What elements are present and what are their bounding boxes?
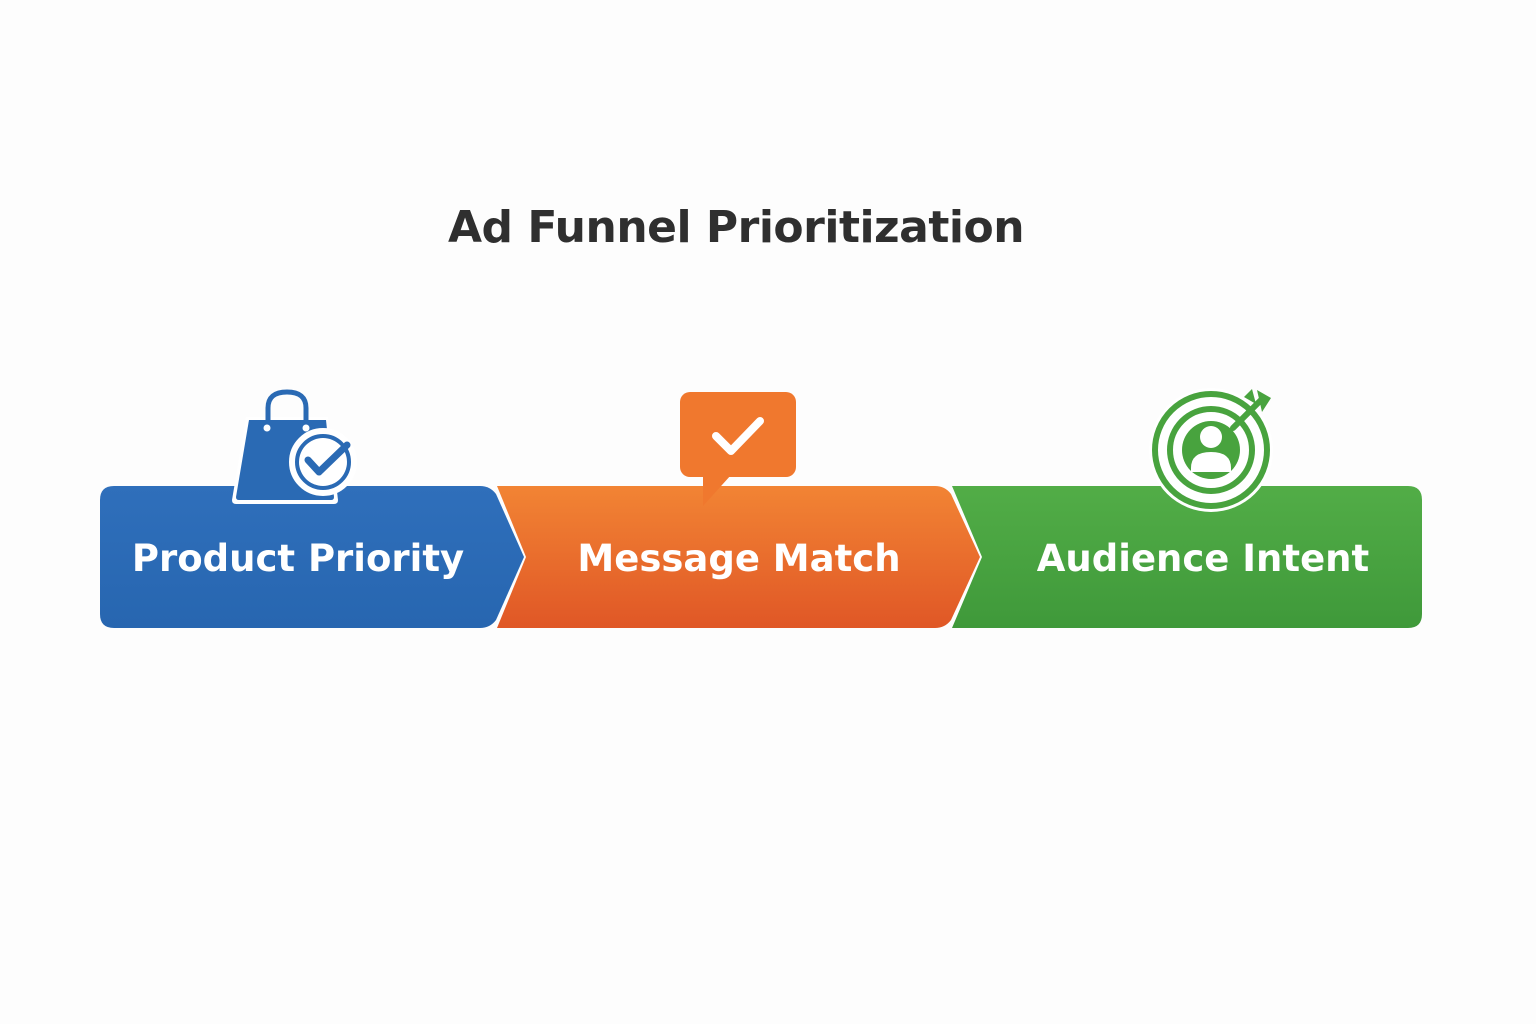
page-title: Ad Funnel Prioritization bbox=[447, 202, 1025, 253]
stage-arrow-shape bbox=[100, 486, 524, 628]
shopping-bag-check-icon bbox=[232, 389, 357, 504]
stage-message-match: Message Match bbox=[497, 486, 980, 628]
stage-audience-intent: Audience Intent bbox=[952, 486, 1422, 628]
stage-label: Audience Intent bbox=[1037, 537, 1369, 580]
stage-arrow-shape bbox=[497, 486, 980, 628]
stage-label: Message Match bbox=[577, 537, 900, 580]
target-person-icon bbox=[1149, 388, 1273, 512]
chat-bubble-check-icon bbox=[680, 392, 796, 506]
stage-product-priority: Product Priority bbox=[100, 486, 524, 628]
stage-label: Product Priority bbox=[132, 537, 464, 580]
stage-arrow-shape bbox=[952, 486, 1422, 628]
